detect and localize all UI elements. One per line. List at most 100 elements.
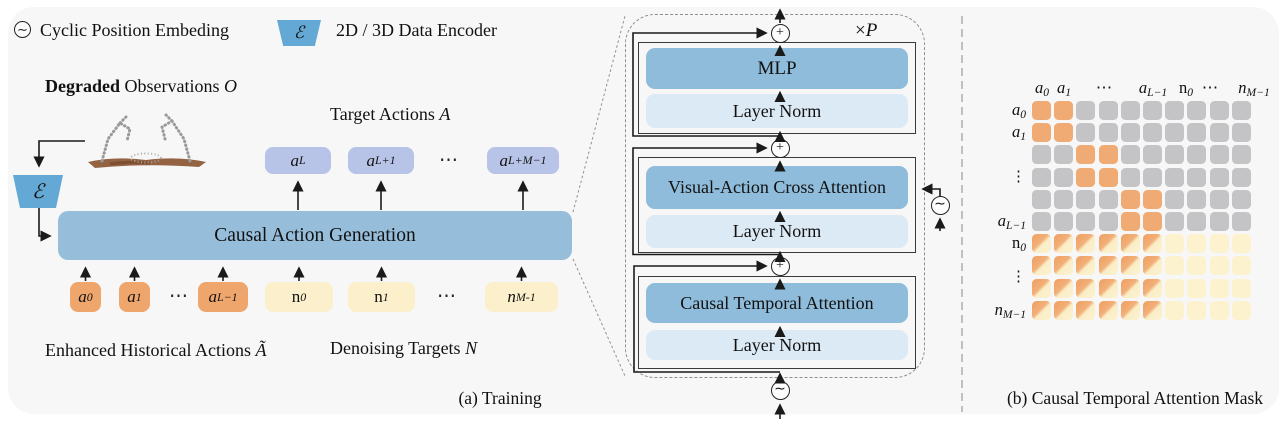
mask-cell-r3c6 <box>1165 167 1185 187</box>
mask-cell-r3c3 <box>1098 167 1118 187</box>
mask-cell-r3c9 <box>1231 167 1251 187</box>
mask-cell-r9c5 <box>1142 300 1162 320</box>
mask-cell-r0c3 <box>1098 101 1118 120</box>
mask-cell-r2c2 <box>1076 145 1096 165</box>
mask-cell-r2c1 <box>1054 145 1074 165</box>
mask-cell-r0c6 <box>1165 101 1185 120</box>
mask-cell-r4c1 <box>1054 189 1074 209</box>
mask-cell-r7c3 <box>1098 256 1118 276</box>
mask-cell-r9c2 <box>1076 300 1096 320</box>
mask-cell-r5c5 <box>1142 211 1162 231</box>
mask-cell-r7c8 <box>1209 256 1229 276</box>
mask-cell-r0c4 <box>1120 101 1140 120</box>
mask-cell-r1c6 <box>1165 123 1185 143</box>
mask-cell-r9c7 <box>1187 300 1207 320</box>
mask-cell-r0c5 <box>1142 101 1162 120</box>
mask-cell-r9c1 <box>1054 300 1074 320</box>
mask-cell-r7c0 <box>1032 256 1051 276</box>
causal-temporal-attention-box: Causal Temporal Attention <box>646 283 908 323</box>
legend-cyclic-label: Cyclic Position Embeding <box>40 20 229 40</box>
mask-col-a-0: a0 <box>1034 78 1050 100</box>
mask-row-n-M−1: nM−1 <box>994 299 1026 322</box>
mask-col-n-0: n0 <box>1178 78 1194 100</box>
degraded-observations-label: Degraded Observations O <box>45 75 237 97</box>
encoder-icon: ℰ <box>277 20 321 46</box>
mask-cell-r8c6 <box>1165 278 1185 298</box>
mask-cell-r6c7 <box>1187 234 1207 254</box>
mask-cell-r6c5 <box>1142 234 1162 254</box>
mask-row-ellipsis: ⋮ <box>1011 268 1026 285</box>
mask-cell-r3c5 <box>1142 167 1162 187</box>
caption-training: (a) Training <box>458 388 542 408</box>
mask-cell-r4c4 <box>1120 189 1140 209</box>
mask-cell-r7c5 <box>1142 256 1162 276</box>
mask-cell-r6c2 <box>1076 234 1096 254</box>
mask-cell-r7c7 <box>1187 256 1207 276</box>
mask-cell-r2c4 <box>1120 145 1140 165</box>
mask-cell-r8c9 <box>1231 278 1251 298</box>
mask-cell-r4c2 <box>1076 189 1096 209</box>
target-actions-label: Target Actions A <box>330 104 451 124</box>
mask-cell-r3c0 <box>1032 167 1051 187</box>
mask-cell-r4c7 <box>1187 189 1207 209</box>
visual-action-cross-attention-box: Visual-Action Cross Attention <box>646 166 908 209</box>
mask-cell-r2c7 <box>1187 145 1207 165</box>
mask-col-n-M−1: nM−1 <box>1238 78 1270 100</box>
mask-cell-r1c0 <box>1032 123 1051 143</box>
mask-cell-r9c6 <box>1165 300 1185 320</box>
layer-norm-box-1: Layer Norm <box>646 94 908 128</box>
mask-cell-r5c4 <box>1120 211 1140 231</box>
mask-cell-r0c9 <box>1231 101 1251 120</box>
legend-encoder-label: 2D / 3D Data Encoder <box>336 20 497 40</box>
denoising-targets-label: Denoising Targets N <box>330 338 478 358</box>
mask-cell-r5c8 <box>1209 211 1229 231</box>
mask-col-ellipsis: ⋯ <box>1095 78 1113 97</box>
mask-row-a-0: a0 <box>1011 100 1026 122</box>
mask-cell-r3c2 <box>1076 167 1096 187</box>
mask-cell-r3c1 <box>1054 167 1074 187</box>
mask-cell-r1c4 <box>1120 123 1140 143</box>
object-sketch <box>130 152 162 164</box>
causal-action-generation-box: Causal Action Generation <box>58 211 572 260</box>
mask-cell-r4c9 <box>1231 189 1251 209</box>
mask-cell-r6c6 <box>1165 234 1185 254</box>
mask-cell-r8c8 <box>1209 278 1229 298</box>
cyclic-embedding-icon-bottom: ∼ <box>770 380 790 400</box>
encoder-symbol: ℰ <box>293 23 305 42</box>
mask-cell-r2c8 <box>1209 145 1229 165</box>
mask-cell-r4c8 <box>1209 189 1229 209</box>
mask-cell-r9c3 <box>1098 300 1118 320</box>
mask-cell-r5c2 <box>1076 211 1096 231</box>
caption-attention-mask: (b) Causal Temporal Attention Mask <box>1006 388 1264 408</box>
mask-cell-r0c1 <box>1054 101 1074 120</box>
mask-cell-r8c5 <box>1142 278 1162 298</box>
mask-row-a-L−1: aL−1 <box>997 211 1026 233</box>
data-encoder-block: ℰ <box>13 175 63 208</box>
mask-cell-r7c9 <box>1231 256 1251 276</box>
mask-cell-r2c6 <box>1165 145 1185 165</box>
mask-cell-r6c4 <box>1120 234 1140 254</box>
mask-cell-r9c0 <box>1032 300 1051 320</box>
mask-cell-r8c0 <box>1032 278 1051 298</box>
mask-cell-r7c2 <box>1076 256 1096 276</box>
mask-cell-r1c9 <box>1231 123 1251 143</box>
mask-cell-r2c9 <box>1231 145 1251 165</box>
mask-cell-r0c7 <box>1187 101 1207 120</box>
mask-cell-r8c4 <box>1120 278 1140 298</box>
repeat-count-label: ×P <box>855 20 878 41</box>
mask-col-a-L−1: aL−1 <box>1138 78 1168 100</box>
mask-row-n-0: n0 <box>1011 233 1026 255</box>
mask-cell-r3c8 <box>1209 167 1229 187</box>
attention-mask-grid <box>1032 101 1251 320</box>
mask-cell-r5c1 <box>1054 211 1074 231</box>
mask-cell-r1c2 <box>1076 123 1096 143</box>
mask-cell-r2c0 <box>1032 145 1051 165</box>
mask-cell-r9c8 <box>1209 300 1229 320</box>
mask-cell-r2c5 <box>1142 145 1162 165</box>
mask-cell-r7c6 <box>1165 256 1185 276</box>
